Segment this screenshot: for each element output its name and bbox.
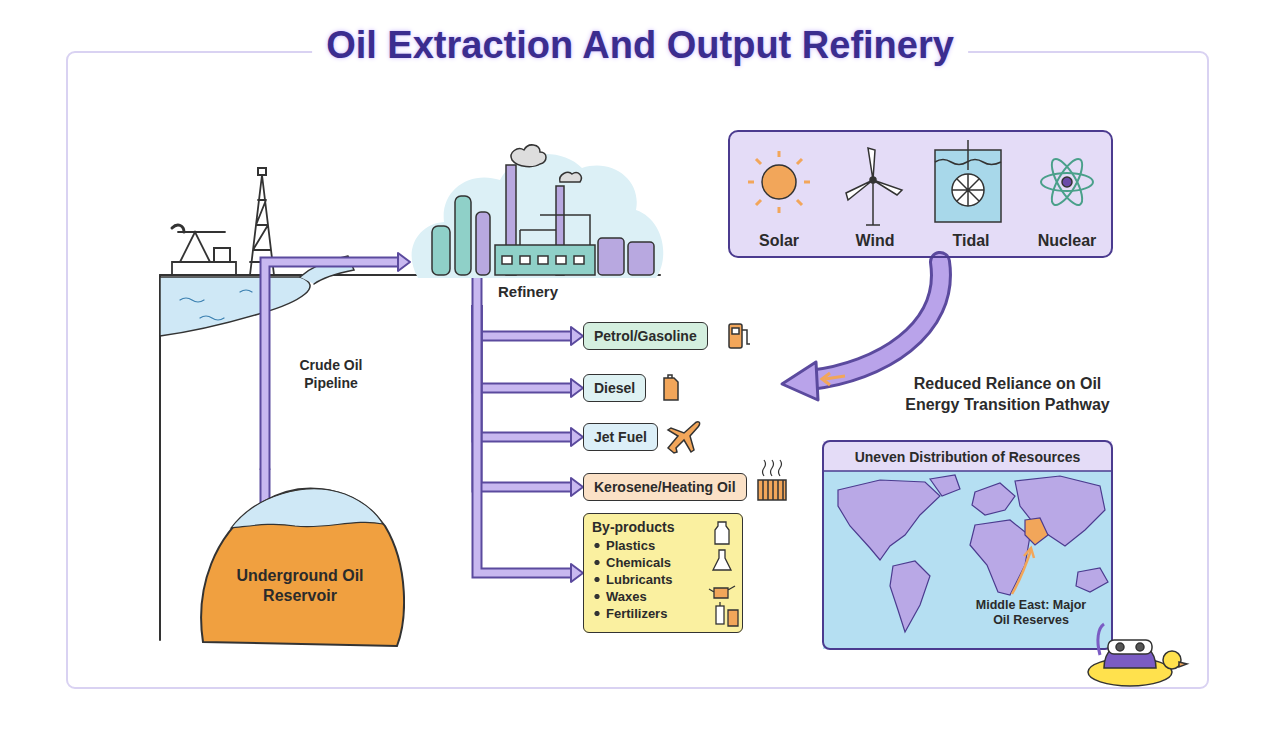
arrow-head bbox=[571, 428, 583, 446]
list-item: Fertilizers bbox=[592, 605, 734, 622]
product-box: Jet Fuel bbox=[583, 423, 658, 451]
pipe-fill bbox=[265, 262, 398, 470]
node-text: Underground Oil Reservoir bbox=[220, 566, 380, 606]
pipe-connector bbox=[477, 305, 583, 446]
byproducts-fill bbox=[583, 513, 743, 633]
pipe-connector bbox=[477, 305, 583, 582]
refinery-node: Refinery bbox=[410, 145, 660, 305]
energy-label: Tidal bbox=[923, 232, 1019, 250]
energy-panel: SolarWindTidalNuclear bbox=[728, 130, 1113, 258]
box-heading: By-products bbox=[592, 519, 734, 535]
diagram-title: Oil Extraction And Output Refinery bbox=[312, 24, 968, 67]
pipe-connector bbox=[477, 305, 583, 496]
energy-label: Wind bbox=[827, 232, 923, 250]
node-text: Diesel bbox=[594, 380, 635, 396]
pipe-outline bbox=[477, 305, 571, 336]
panel-heading: Uneven Distribution of Resources bbox=[824, 449, 1111, 465]
pipe-fill bbox=[477, 305, 571, 437]
arrow-head bbox=[398, 253, 410, 271]
product-box: Kerosene/Heating Oil bbox=[583, 473, 747, 501]
duck-mascot bbox=[1088, 624, 1187, 686]
arrow-head bbox=[571, 564, 583, 582]
pipe-fill bbox=[477, 305, 571, 573]
pipe-fill bbox=[477, 305, 571, 487]
pipe-connector bbox=[477, 305, 583, 397]
reservoir-blob: Underground Oil Reservoir bbox=[195, 470, 405, 648]
arrow-head bbox=[571, 379, 583, 397]
frame bbox=[67, 52, 1208, 688]
pipe-outline bbox=[477, 305, 571, 487]
map-callout: Middle East: Major Oil Reserves bbox=[972, 598, 1090, 628]
list-item: Lubricants bbox=[592, 571, 734, 588]
annotation-label: Reduced Reliance on Oil Energy Transitio… bbox=[895, 373, 1120, 415]
node-text: Petrol/Gasoline bbox=[594, 328, 697, 344]
reservoir-cap bbox=[231, 489, 383, 528]
pipe-outline bbox=[477, 305, 571, 388]
reservoir-outline bbox=[201, 489, 404, 647]
energy-label: Nuclear bbox=[1019, 232, 1115, 250]
world-map bbox=[823, 441, 1112, 649]
pipe-outline bbox=[477, 305, 571, 573]
node-text: Refinery bbox=[498, 283, 558, 300]
node-text: Jet Fuel bbox=[594, 429, 647, 445]
pipe-outline bbox=[477, 305, 571, 437]
byproducts-box: By-productsPlasticsChemicalsLubricantsWa… bbox=[583, 513, 743, 633]
connector-label: Crude Oil Pipeline bbox=[290, 356, 372, 392]
node-text: Kerosene/Heating Oil bbox=[594, 479, 736, 495]
reservoir-shape bbox=[195, 470, 405, 648]
product-box: Diesel bbox=[583, 374, 646, 402]
pipe-fill bbox=[477, 305, 571, 388]
map-panel: Uneven Distribution of ResourcesMiddle E… bbox=[822, 440, 1113, 650]
pipe-connector bbox=[265, 253, 410, 470]
product-box: Petrol/Gasoline bbox=[583, 322, 708, 350]
refinery-illustration bbox=[412, 145, 664, 278]
pipe-connector bbox=[477, 305, 583, 345]
pipe-fill bbox=[477, 305, 571, 336]
list-item: Chemicals bbox=[592, 554, 734, 571]
energy-label: Solar bbox=[731, 232, 827, 250]
arrow-head bbox=[571, 327, 583, 345]
arrow-head bbox=[571, 478, 583, 496]
list-item: Plastics bbox=[592, 537, 734, 554]
pipe-outline bbox=[265, 262, 398, 470]
list-item: Waxes bbox=[592, 588, 734, 605]
